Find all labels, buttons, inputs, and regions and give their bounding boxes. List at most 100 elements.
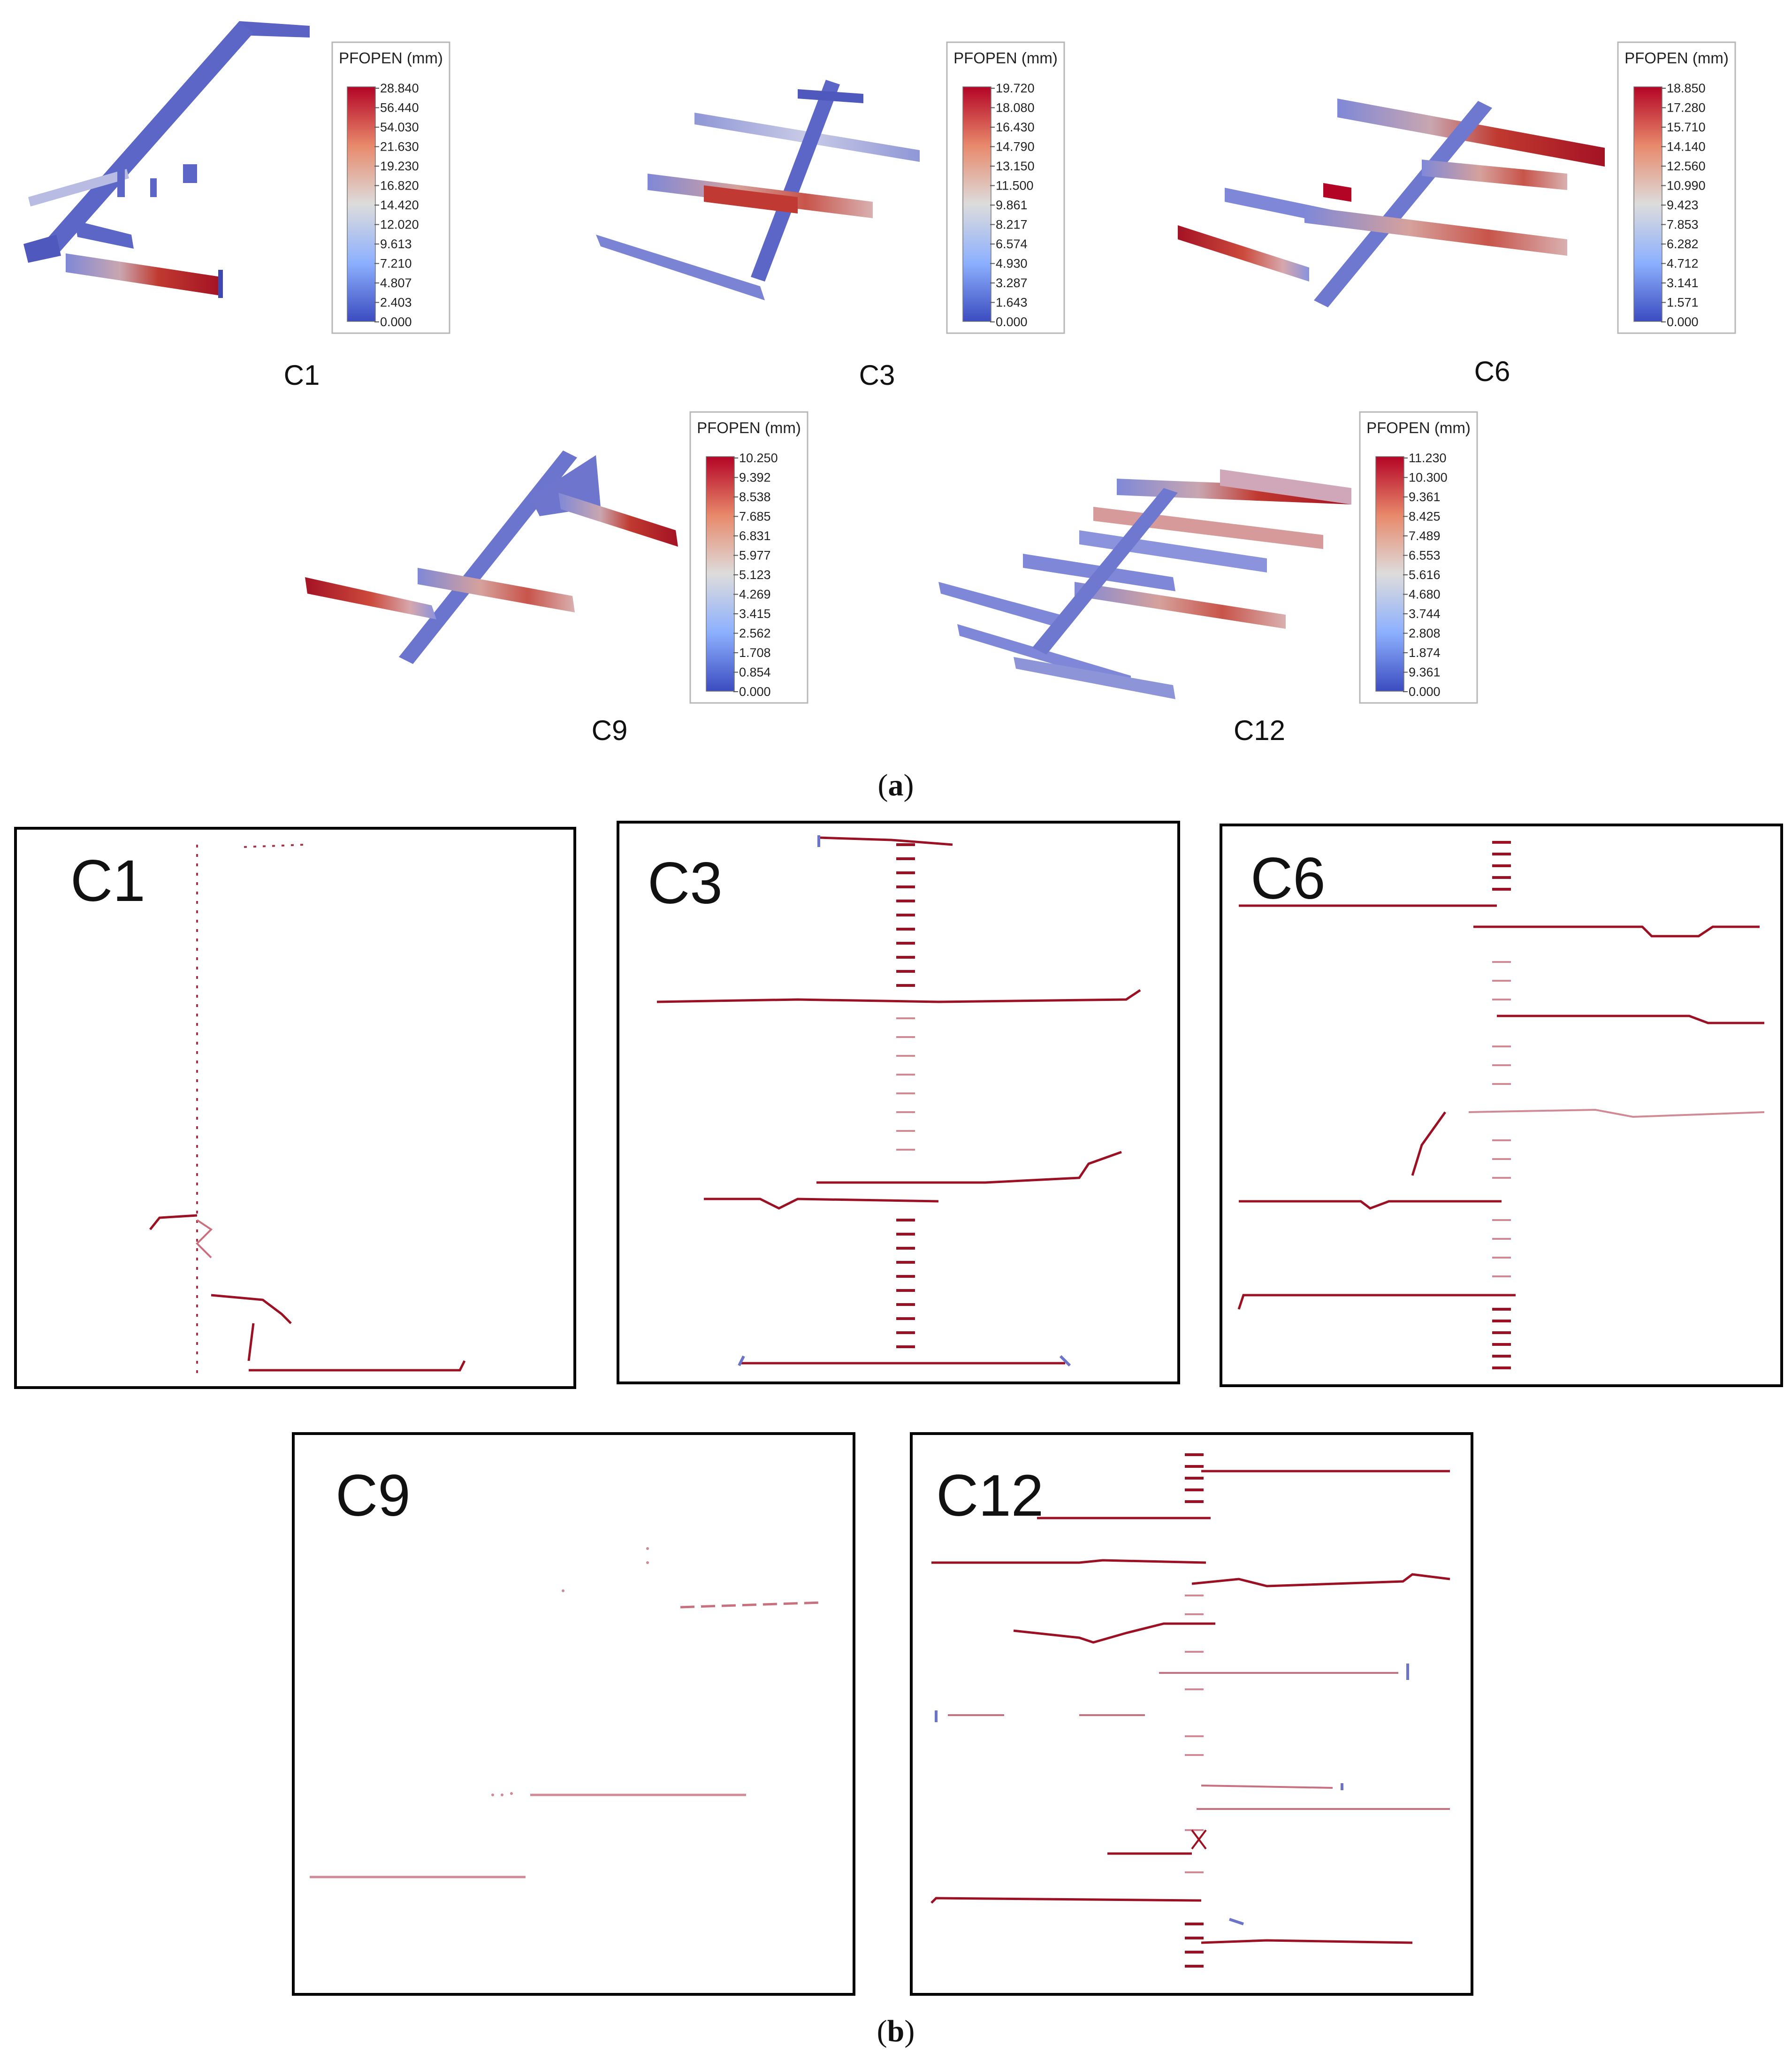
colorbar xyxy=(1633,86,1662,322)
legend-tick-label: 8.538 xyxy=(739,490,771,504)
legend-tick-label: 3.141 xyxy=(1667,276,1699,290)
legend-tick-label: 14.790 xyxy=(996,140,1035,154)
legend-tick-label: 0.000 xyxy=(996,315,1028,329)
plan-view-c12: C12 xyxy=(910,1432,1473,1996)
legend-tick-label: 54.030 xyxy=(380,120,419,134)
legend-ticks: 19.720 18.080 16.430 14.790 13.150 11.500 9.86… xyxy=(990,81,1035,329)
legend-tick-label: 9.361 xyxy=(1409,665,1441,679)
model-3d-c9 xyxy=(305,450,678,664)
box-label: C6 xyxy=(1251,846,1326,911)
legend-tick-label: 6.553 xyxy=(1409,549,1441,563)
legend-tick-label: 12.560 xyxy=(1667,159,1706,173)
legend-tick-label: 0.000 xyxy=(380,315,412,329)
legend-c12: PFOPEN (mm) 11.230 10.300 9.361 8.425 7.489 6… xyxy=(1359,411,1478,704)
legend-tick-label: 6.282 xyxy=(1667,237,1699,251)
legend-tick-label: 1.708 xyxy=(739,646,771,660)
model-3d-c6 xyxy=(1178,99,1605,307)
legend-tick-label: 7.489 xyxy=(1409,529,1441,543)
colorbar xyxy=(347,86,376,322)
legend-tick-label: 4.680 xyxy=(1409,588,1441,602)
legend-tick-label: 3.287 xyxy=(996,276,1028,290)
legend-tick-label: 4.807 xyxy=(380,276,412,290)
legend-tick-label: 19.720 xyxy=(996,81,1035,95)
case-caption-c1: C1 xyxy=(284,359,320,391)
legend-tick-label: 0.854 xyxy=(739,665,771,679)
legend-title: PFOPEN (mm) xyxy=(1624,49,1729,67)
box-label: C3 xyxy=(648,851,723,916)
legend-tick-label: 10.300 xyxy=(1409,471,1448,485)
legend-title: PFOPEN (mm) xyxy=(697,419,801,436)
legend-tick-label: 19.230 xyxy=(380,159,419,173)
panel-a: PFOPEN (mm) 28.840 56.440 54.030 21.630 19.2… xyxy=(23,21,1736,802)
legend-tick-label: 4.712 xyxy=(1667,257,1699,271)
legend-tick-label: 11.500 xyxy=(996,179,1034,193)
legend-tick-label: 3.415 xyxy=(739,607,771,621)
legend-tick-label: 10.990 xyxy=(1667,179,1706,193)
legend-tick-label: 10.250 xyxy=(739,451,778,465)
legend-tick-label: 7.210 xyxy=(380,257,412,271)
legend-tick-label: 9.613 xyxy=(380,237,412,251)
box-label: C9 xyxy=(336,1463,411,1528)
legend-tick-label: 16.430 xyxy=(996,120,1035,134)
legend-tick-label: 2.562 xyxy=(739,626,771,641)
colorbar xyxy=(706,456,735,692)
hatch-main xyxy=(896,843,915,1348)
legend-tick-label: 9.392 xyxy=(739,471,771,485)
model-3d-c1 xyxy=(23,21,310,298)
colorbar xyxy=(1375,456,1404,692)
legend-tick-label: 5.123 xyxy=(739,568,771,582)
legend-tick-label: 12.020 xyxy=(380,218,419,232)
legend-tick-label: 1.874 xyxy=(1409,646,1441,660)
legend-tick-label: 9.861 xyxy=(996,198,1028,212)
box-label: C12 xyxy=(936,1463,1044,1528)
plan-view-c9: C9 xyxy=(292,1432,855,1996)
legend-tick-label: 18.080 xyxy=(996,101,1035,115)
legend-tick-label: 5.977 xyxy=(739,549,771,563)
legend-tick-label: 2.403 xyxy=(380,296,412,310)
legend-tick-label: 1.643 xyxy=(996,296,1028,310)
legend-tick-label: 4.269 xyxy=(739,588,771,602)
legend-ticks: 28.840 56.440 54.030 21.630 19.230 16.820 14.4… xyxy=(374,81,419,329)
legend-title: PFOPEN (mm) xyxy=(953,49,1058,67)
legend-tick-label: 16.820 xyxy=(380,179,419,193)
legend-tick-label: 14.140 xyxy=(1667,140,1706,154)
model-3d-c12 xyxy=(938,469,1351,699)
model-3d-c3 xyxy=(596,80,920,300)
legend-tick-label: 11.230 xyxy=(1409,451,1447,465)
legend-tick-label: 3.744 xyxy=(1409,607,1441,621)
case-caption-c12: C12 xyxy=(1234,715,1285,746)
plan-view-c6: C6 xyxy=(1220,824,1783,1387)
legend-tick-label: 5.616 xyxy=(1409,568,1441,582)
legend-tick-label: 4.930 xyxy=(996,257,1028,271)
legend-tick-label: 56.440 xyxy=(380,101,419,115)
legend-title: PFOPEN (mm) xyxy=(1366,419,1471,436)
legend-tick-label: 0.000 xyxy=(1667,315,1699,329)
legend-c1: PFOPEN (mm) 28.840 56.440 54.030 21.630 19.2… xyxy=(331,41,450,334)
legend-tick-label: 17.280 xyxy=(1667,101,1706,115)
box-label: C1 xyxy=(70,848,145,914)
case-caption-c9: C9 xyxy=(592,715,628,746)
legend-tick-label: 15.710 xyxy=(1667,120,1706,134)
legend-tick-label: 2.808 xyxy=(1409,626,1441,641)
legend-tick-label: 7.685 xyxy=(739,510,771,524)
legend-tick-label: 28.840 xyxy=(380,81,419,95)
legend-tick-label: 13.150 xyxy=(996,159,1035,173)
plan-view-c3: C3 xyxy=(617,821,1180,1384)
legend-ticks: 18.850 17.280 15.710 14.140 12.560 10.990 9.42… xyxy=(1661,81,1706,329)
legend-tick-label: 7.853 xyxy=(1667,218,1699,232)
legend-tick-label: 9.361 xyxy=(1409,490,1441,504)
legend-tick-label: 21.630 xyxy=(380,140,419,154)
panel-b: C1 C3 xyxy=(14,821,1783,2048)
legend-c6: PFOPEN (mm) 18.850 17.280 15.710 14.140 12.5… xyxy=(1617,41,1736,334)
legend-tick-label: 14.420 xyxy=(380,198,419,212)
legend-ticks: 11.230 10.300 9.361 8.425 7.489 6.553 5.616 4.6… xyxy=(1403,451,1448,699)
panel-label-a: (a) xyxy=(878,768,914,802)
panel-label-b: (b) xyxy=(877,2014,915,2048)
legend-title: PFOPEN (mm) xyxy=(339,49,443,67)
colorbar xyxy=(962,86,991,322)
legend-tick-label: 18.850 xyxy=(1667,81,1706,95)
legend-tick-label: 9.423 xyxy=(1667,198,1699,212)
legend-tick-label: 8.217 xyxy=(996,218,1028,232)
legend-tick-label: 8.425 xyxy=(1409,510,1441,524)
